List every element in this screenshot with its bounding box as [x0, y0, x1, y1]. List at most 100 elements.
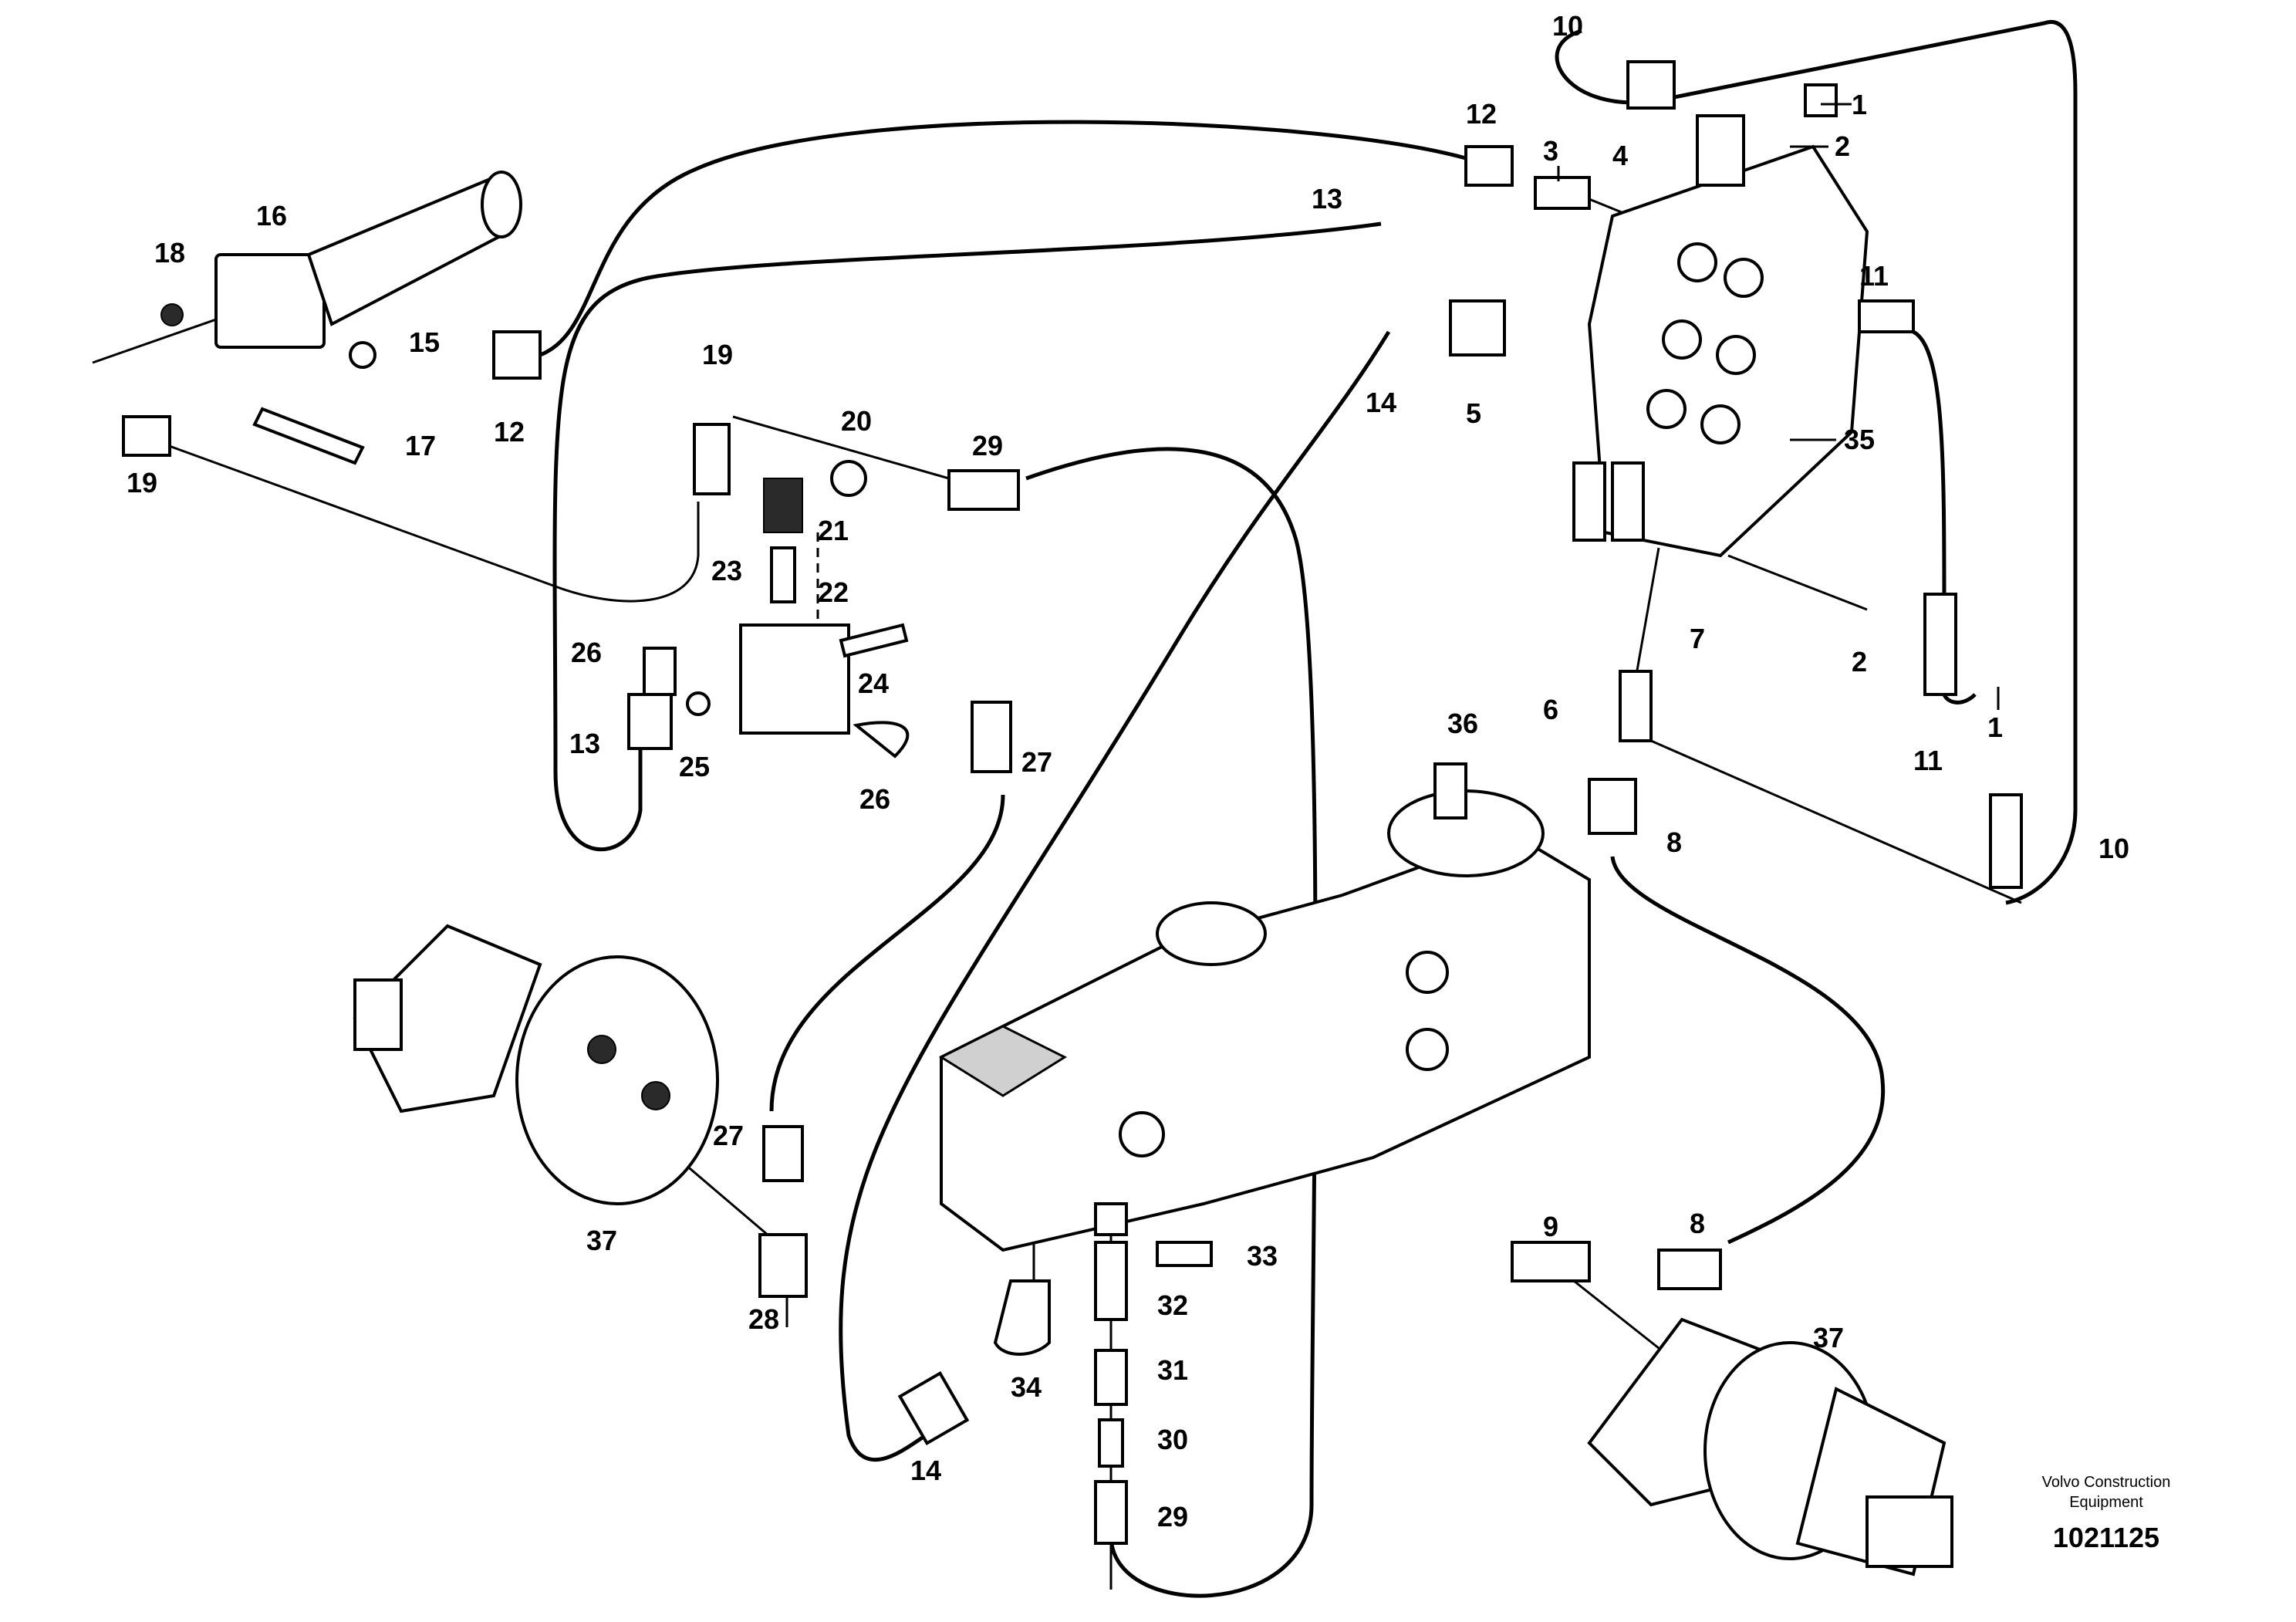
- callout-29: 29: [972, 430, 1003, 461]
- callout-1: 1: [1852, 89, 1867, 120]
- callout-11: 11: [1913, 745, 1943, 776]
- hose-end-10b: [1989, 793, 2023, 889]
- callout-10: 10: [1552, 10, 1583, 42]
- elbow-1: [1804, 83, 1838, 117]
- callout-23: 23: [711, 555, 742, 586]
- motor-37-right-shaft: [1866, 1495, 1953, 1568]
- hose-end-11: [1858, 299, 1915, 333]
- valve-block-16: [214, 253, 326, 349]
- adapter-15: [349, 341, 376, 369]
- callout-2: 2: [1835, 130, 1850, 162]
- motor-37-left: [353, 924, 808, 1298]
- callout-15: 15: [409, 326, 440, 358]
- callout-8: 8: [1690, 1208, 1705, 1239]
- brand-line-2: Equipment: [2069, 1494, 2143, 1511]
- adapter-30: [1098, 1418, 1124, 1468]
- hose-end-19b: [693, 423, 731, 495]
- tee-20: [830, 460, 867, 497]
- plug-18: [160, 303, 184, 326]
- callout-26: 26: [859, 783, 890, 815]
- callout-20: 20: [841, 405, 872, 437]
- motor-37-right: [1511, 1241, 1953, 1576]
- adapter-22: [770, 546, 796, 603]
- callout-7: 7: [1690, 623, 1705, 654]
- callout-9: 9: [1543, 1211, 1558, 1242]
- callout-26: 26: [571, 637, 602, 668]
- callout-19: 19: [702, 339, 733, 370]
- hose-end-29: [947, 469, 1020, 511]
- callout-25: 25: [679, 751, 710, 782]
- callout-37: 37: [1813, 1322, 1844, 1353]
- callout-3: 3: [1543, 135, 1558, 167]
- bolt-17: [252, 407, 365, 465]
- fitting-27b: [762, 1125, 804, 1182]
- elbow-26: [643, 647, 677, 696]
- fitting-9: [1511, 1241, 1591, 1282]
- solenoid: [1696, 114, 1745, 187]
- callout-5: 5: [1466, 397, 1481, 429]
- callout-12: 12: [1466, 98, 1497, 130]
- callout-10: 10: [2098, 833, 2129, 864]
- pump-outlet-parts: [897, 1241, 1213, 1545]
- motor-37-left-shaft: [353, 978, 403, 1051]
- hose-end-14b: [897, 1370, 970, 1446]
- brand-line-1: Volvo Construction: [2041, 1474, 2171, 1491]
- control-valve-35: [1449, 60, 2023, 889]
- callout-32: 32: [1157, 1289, 1188, 1321]
- callout-37: 37: [586, 1225, 617, 1256]
- hose-end-12b: [1464, 145, 1514, 187]
- hose-end-27: [971, 701, 1012, 773]
- valve-3: [1534, 176, 1591, 210]
- callout-17: 17: [405, 430, 436, 461]
- hose-end-11b: [1923, 593, 1957, 696]
- adapter-33: [1156, 1241, 1213, 1267]
- accumulator-cylinder: [306, 175, 512, 326]
- callout-34: 34: [1011, 1371, 1042, 1403]
- callout-11: 11: [1859, 260, 1889, 292]
- callout-labels: 1 1 2 2 3 4 5 6 7 8 8 9 10 10 11 11 12 1…: [127, 10, 2129, 1532]
- elbow-26b: [853, 721, 910, 759]
- callout-27: 27: [1021, 746, 1052, 778]
- valve-23-group: [627, 423, 1020, 773]
- callout-29: 29: [1157, 1501, 1188, 1532]
- callout-21: 21: [818, 515, 849, 546]
- tee-6: [1619, 670, 1653, 742]
- callout-6: 6: [1543, 694, 1558, 725]
- screw-24: [839, 623, 909, 658]
- hose-end-10: [1626, 60, 1676, 110]
- washer-25: [686, 691, 711, 716]
- callout-8: 8: [1666, 826, 1682, 858]
- callout-24: 24: [858, 667, 889, 699]
- tee-32: [1094, 1241, 1128, 1321]
- valve-23: [739, 623, 850, 735]
- callout-13: 13: [569, 728, 600, 759]
- callout-36: 36: [1447, 708, 1478, 739]
- hose-end-13b: [627, 693, 673, 750]
- callout-13: 13: [1312, 183, 1342, 215]
- hose-end-12: [492, 330, 542, 380]
- fitting-28: [758, 1233, 808, 1298]
- callout-30: 30: [1157, 1424, 1188, 1455]
- callout-27: 27: [713, 1120, 744, 1151]
- callout-35: 35: [1844, 424, 1875, 455]
- callout-12: 12: [494, 416, 525, 448]
- callout-33: 33: [1247, 1240, 1278, 1272]
- callout-22: 22: [818, 576, 849, 608]
- illustration-number: 1021125: [2052, 1522, 2160, 1553]
- callout-2: 2: [1852, 646, 1867, 678]
- callout-31: 31: [1157, 1354, 1188, 1386]
- accumulator-assembly: [122, 171, 542, 465]
- callout-19: 19: [127, 467, 157, 498]
- callout-18: 18: [154, 237, 185, 269]
- elbow-34: [993, 1279, 1051, 1356]
- pump-36: [938, 762, 1591, 1252]
- callout-28: 28: [748, 1303, 779, 1335]
- nut-31: [1094, 1349, 1128, 1406]
- sensor-21: [763, 478, 803, 533]
- callout-1: 1: [1987, 711, 2003, 743]
- hose-end-19: [122, 415, 171, 457]
- hose-end-29b: [1094, 1480, 1128, 1545]
- brand-block: Volvo Construction Equipment 1021125: [1975, 1472, 2237, 1554]
- callout-14: 14: [1366, 387, 1396, 418]
